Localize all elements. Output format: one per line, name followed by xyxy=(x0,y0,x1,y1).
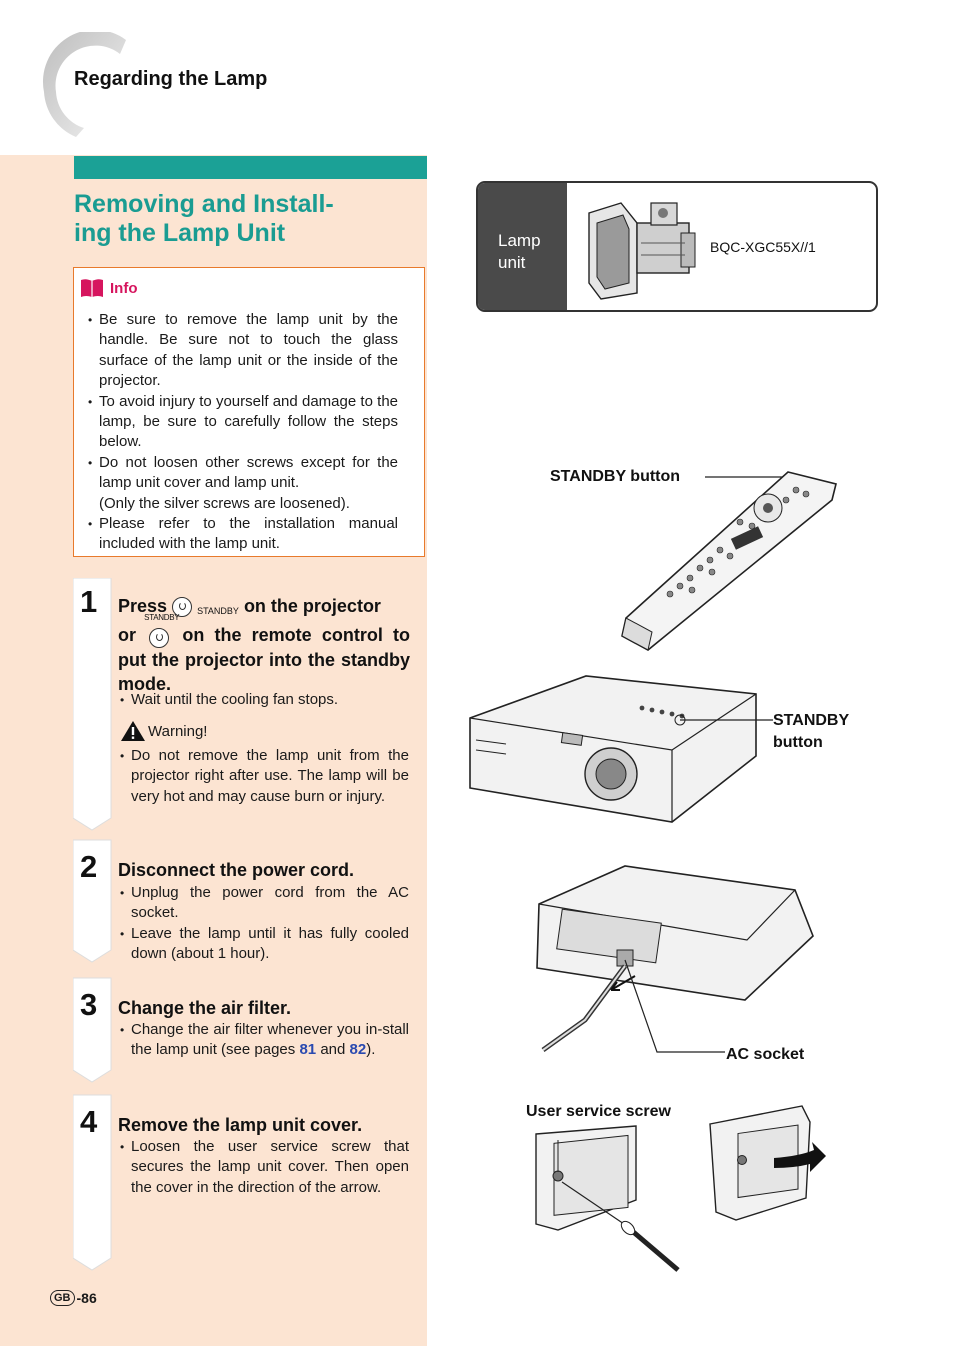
step-title: Disconnect the power cord. xyxy=(118,860,355,880)
warning-triangle-icon xyxy=(121,721,145,741)
step-list: Loosen the user service screw that secur… xyxy=(118,1137,409,1198)
step-title-press: Press xyxy=(118,596,168,616)
section-header: Regarding the Lamp xyxy=(74,68,268,90)
page-link-82[interactable]: 82 xyxy=(349,1041,367,1059)
standby-sub-label: STANDBY xyxy=(197,606,239,616)
step-tabs xyxy=(73,578,112,1271)
lamp-label: Lamp unit xyxy=(498,231,541,272)
step-list: Wait until the cooling fan stops. xyxy=(118,690,409,711)
info-header: Info xyxy=(80,278,138,298)
page-link-81[interactable]: 81 xyxy=(299,1041,317,1059)
info-item: Please refer to the installation manual … xyxy=(88,514,398,555)
step-number: 2 xyxy=(80,849,98,884)
step-title-or: or xyxy=(118,625,136,645)
step-number: 4 xyxy=(80,1104,98,1139)
step-list: Change the air filter whenever you in-st… xyxy=(118,1020,409,1061)
info-label: Info xyxy=(110,279,138,297)
step-item-text: and xyxy=(320,1041,346,1059)
step-number: 3 xyxy=(80,987,98,1022)
step-item-text: Change the air filter whenever you in-st… xyxy=(131,1021,409,1059)
step-title: Change the air filter. xyxy=(118,998,292,1018)
warning-list: Do not remove the lamp unit from the pro… xyxy=(118,746,409,807)
page-title-line-2: ing the Lamp Unit xyxy=(74,219,286,247)
step-item: Leave the lamp until it has fully cooled… xyxy=(118,924,409,965)
info-list: Be sure to remove the lamp unit by the h… xyxy=(88,310,398,555)
step-number: 1 xyxy=(80,584,98,619)
projector-top-illustration xyxy=(469,675,773,823)
remote-control-illustration xyxy=(621,471,837,651)
callout-ac-socket: AC socket xyxy=(726,1046,805,1063)
projector-rear-illustration xyxy=(536,865,814,1053)
title-bar xyxy=(74,156,427,179)
step-list: Unplug the power cord from the AC socket… xyxy=(118,883,409,965)
step-title: Remove the lamp unit cover. xyxy=(118,1115,363,1135)
page-footer: GB -86 xyxy=(50,1290,97,1306)
corner-arc-decoration xyxy=(43,32,126,137)
info-item: Be sure to remove the lamp unit by the h… xyxy=(88,310,398,392)
lamp-cover-open-illustration xyxy=(709,1105,826,1221)
page-title-line-1: Removing and Install- xyxy=(74,190,334,218)
lamp-unit-panel: Lamp unit BQC-XGC55X//1 xyxy=(476,181,878,312)
page-title: Removing and Install- ing the Lamp Unit xyxy=(74,190,404,248)
warning-item: Do not remove the lamp unit from the pro… xyxy=(118,746,409,807)
info-item: Do not loosen other screws except for th… xyxy=(88,453,398,494)
callout-standby-remote: STANDBY button xyxy=(550,468,681,485)
step-item: Loosen the user service screw that secur… xyxy=(118,1137,409,1198)
lamp-unit-illustration xyxy=(588,202,696,300)
info-item: To avoid injury to yourself and damage t… xyxy=(88,392,398,453)
lamp-label-cell xyxy=(478,183,567,310)
step-item-text: ). xyxy=(366,1041,376,1059)
step-item: Change the air filter whenever you in-st… xyxy=(118,1020,409,1061)
gb-badge: GB xyxy=(50,1290,75,1306)
step-item: Unplug the power cord from the AC socket… xyxy=(118,883,409,924)
book-icon xyxy=(81,279,103,297)
step-title-on-remote: on the remote control to put the project… xyxy=(118,625,410,695)
callout-user-service-screw: User service screw xyxy=(526,1103,671,1120)
standby-top-label: STANDBY xyxy=(144,613,180,623)
callout-standby-projector: STANDBY button xyxy=(773,712,849,751)
remote-standby-icon-group: STANDBY xyxy=(144,613,180,648)
info-item-note: (Only the silver screws are loosened). xyxy=(99,494,350,512)
step-item: Wait until the cooling fan stops. xyxy=(118,690,409,711)
step-title: Press STANDBY on the projector or STANDB… xyxy=(118,594,410,696)
lamp-cover-closed-illustration xyxy=(535,1125,680,1272)
warning-header: Warning! xyxy=(120,720,207,742)
warning-label: Warning! xyxy=(148,722,208,740)
power-button-icon xyxy=(149,627,170,648)
page-number: -86 xyxy=(76,1290,97,1306)
step-title-on-projector: on the projector xyxy=(243,596,381,616)
lamp-model-number: BQC-XGC55X//1 xyxy=(710,239,816,255)
power-button-icon xyxy=(172,597,193,618)
